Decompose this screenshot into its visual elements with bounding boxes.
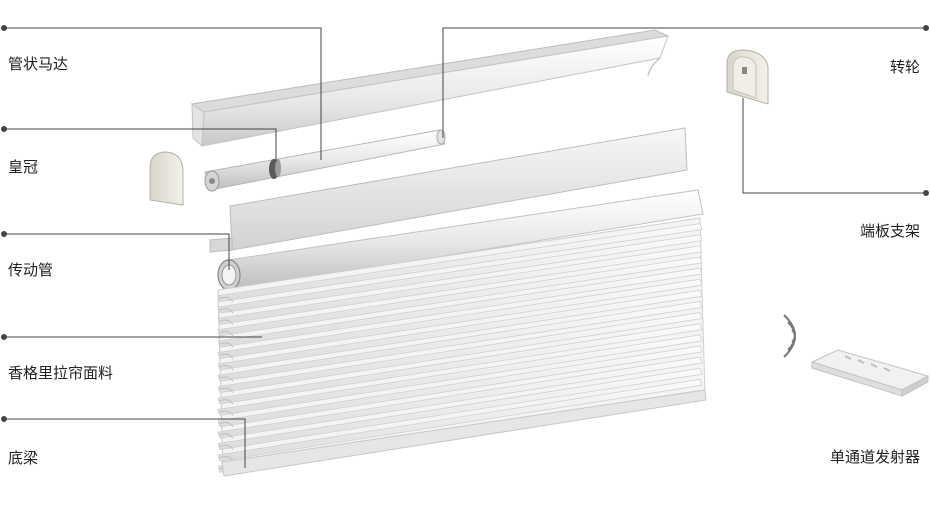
- fabric-cell-edge: [218, 342, 234, 348]
- label-honeycomb-fabric: 香格里拉帘面料: [8, 364, 114, 382]
- label-tubular-motor: 管状马达: [8, 55, 69, 73]
- fabric-cell: [217, 367, 703, 451]
- fabric-cell-edge: [218, 399, 234, 405]
- fabric-cell-edge: [218, 376, 234, 382]
- leader-idler-wheel: [442, 27, 926, 138]
- label-end-bracket: 端板支架: [859, 222, 920, 240]
- bottom-rail: [221, 389, 707, 477]
- fabric-cell-edge: [218, 444, 234, 450]
- fabric-cell-edge: [218, 319, 234, 325]
- fabric-cell: [217, 356, 703, 439]
- leader-tubular-motor: [4, 27, 322, 160]
- fabric-cell: [217, 312, 703, 394]
- fabric-cell: [217, 378, 703, 462]
- fabric-cell: [217, 300, 703, 382]
- fabric-cell-edge: [218, 353, 234, 359]
- label-idler-wheel: 转轮: [889, 58, 920, 76]
- leader-bottom-rail: [4, 418, 246, 468]
- crown-ring: [269, 159, 281, 179]
- fabric-cell-edge: [218, 410, 234, 416]
- fabric-cell-edge: [218, 296, 234, 302]
- fabric-cell-edge: [218, 308, 234, 314]
- leader-lines: [1, 25, 929, 468]
- leader-end-bracket: [742, 98, 926, 194]
- fabric-cell: [217, 334, 703, 416]
- fabric-cell-edge: [218, 421, 234, 428]
- fabric-cell: [217, 278, 703, 360]
- label-bottom-rail: 底梁: [8, 449, 39, 467]
- fabric-cell-edge: [218, 433, 234, 439]
- single-channel-remote: [783, 314, 930, 397]
- fabric-cell: [217, 267, 703, 348]
- label-drive-tube: 传动管: [8, 261, 54, 279]
- leader-crown: [4, 128, 277, 162]
- signal-waves-icon: [783, 314, 796, 358]
- headrail-cover: [190, 29, 670, 148]
- fabric-cell-edge: [218, 364, 234, 371]
- drive-tube: [217, 189, 704, 291]
- fabric-cell: [217, 345, 703, 428]
- fabric-cell: [217, 289, 703, 371]
- end-bracket: [726, 49, 769, 105]
- fabric-cell-edge: [218, 455, 234, 462]
- fabric-cell: [217, 245, 703, 325]
- fabric-cell-edge: [218, 330, 234, 337]
- fabric-cell-edge: [218, 387, 234, 393]
- left-end-cap: [149, 151, 184, 206]
- fabric-cell: [217, 223, 703, 303]
- fabric-cell: [217, 234, 703, 314]
- mounting-rail: [209, 127, 688, 253]
- label-single-channel-remote: 单通道发射器: [829, 448, 920, 466]
- tubular-motor: [204, 129, 446, 192]
- fabric-cell: [217, 256, 703, 337]
- fabric-cell: [217, 323, 703, 405]
- label-crown: 皇冠: [8, 158, 39, 176]
- leader-drive-tube: [4, 233, 230, 270]
